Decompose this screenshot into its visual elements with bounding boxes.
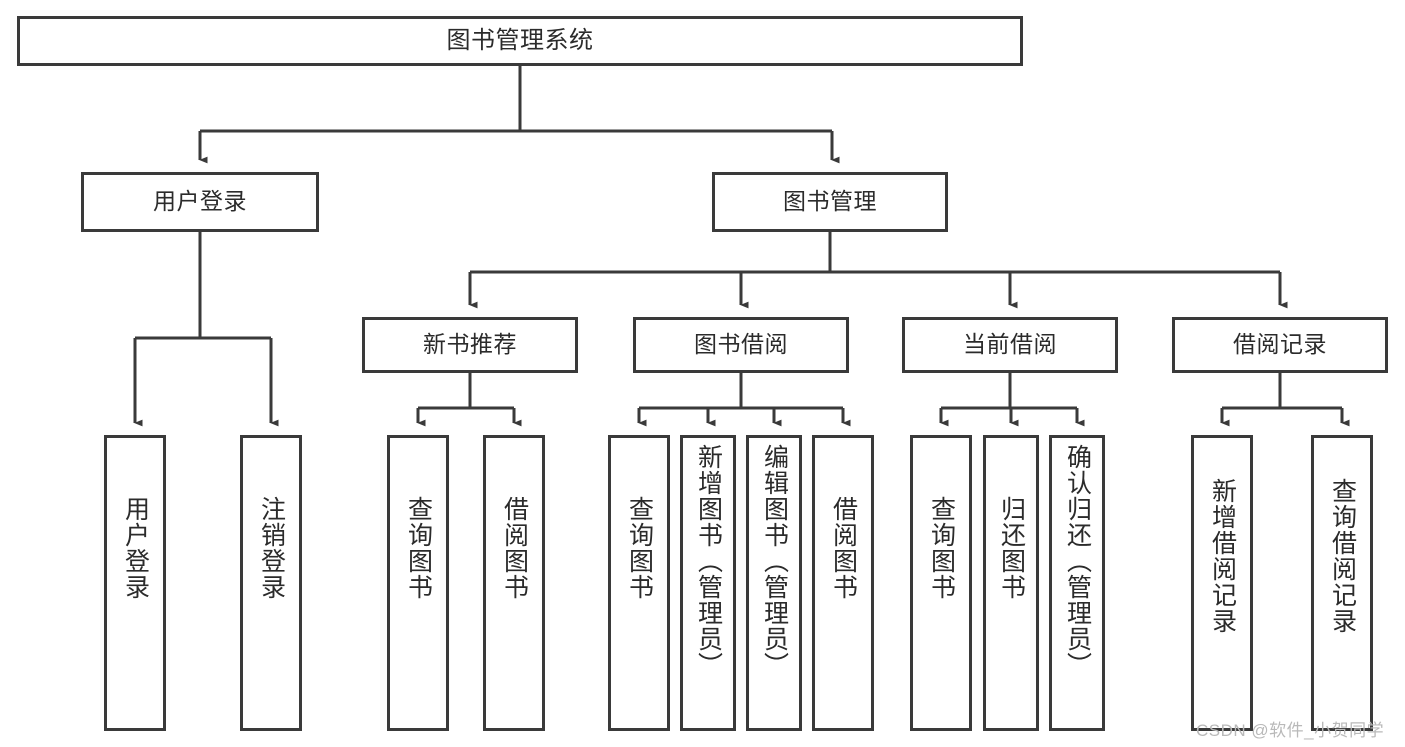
leaf-borrow-book-recommendation-label: 借阅图书 <box>500 496 529 600</box>
leaf-confirm-return-admin[interactable]: 确认归还（管理员） <box>1049 435 1105 731</box>
leaf-user-login-label: 用户登录 <box>121 496 150 600</box>
node-book-management[interactable]: 图书管理 <box>712 172 948 232</box>
leaf-query-book-recommendation-label: 查询图书 <box>404 496 433 600</box>
node-new-book-recommendation[interactable]: 新书推荐 <box>362 317 578 373</box>
leaf-query-book-current-label: 查询图书 <box>927 496 956 600</box>
leaf-query-borrow-record-label: 查询借阅记录 <box>1328 478 1357 634</box>
leaf-borrow-book-recommendation[interactable]: 借阅图书 <box>483 435 545 731</box>
leaf-logout-label: 注销登录 <box>257 496 286 600</box>
leaf-return-book[interactable]: 归还图书 <box>983 435 1039 731</box>
leaf-logout[interactable]: 注销登录 <box>240 435 302 731</box>
node-book-borrow-label: 图书借阅 <box>694 331 788 358</box>
leaf-query-book-label: 查询图书 <box>625 496 654 600</box>
leaf-query-book[interactable]: 查询图书 <box>608 435 670 731</box>
leaf-borrow-book[interactable]: 借阅图书 <box>812 435 874 731</box>
leaf-edit-book-admin-label: 编辑图书（管理员） <box>760 444 789 678</box>
node-current-borrow-label: 当前借阅 <box>963 331 1057 358</box>
node-book-borrow[interactable]: 图书借阅 <box>633 317 849 373</box>
leaf-add-book-admin-label: 新增图书（管理员） <box>694 444 723 678</box>
leaf-query-borrow-record[interactable]: 查询借阅记录 <box>1311 435 1373 731</box>
leaf-edit-book-admin[interactable]: 编辑图书（管理员） <box>746 435 802 731</box>
node-borrow-record[interactable]: 借阅记录 <box>1172 317 1388 373</box>
node-user-login[interactable]: 用户登录 <box>81 172 319 232</box>
node-root-label: 图书管理系统 <box>446 26 594 54</box>
leaf-user-login[interactable]: 用户登录 <box>104 435 166 731</box>
leaf-add-borrow-record-label: 新增借阅记录 <box>1208 478 1237 634</box>
leaf-confirm-return-admin-label: 确认归还（管理员） <box>1063 444 1092 678</box>
node-user-login-label: 用户登录 <box>153 188 247 215</box>
node-new-book-recommendation-label: 新书推荐 <box>423 331 517 358</box>
node-book-management-label: 图书管理 <box>783 188 877 215</box>
leaf-borrow-book-label: 借阅图书 <box>829 496 858 600</box>
leaf-add-book-admin[interactable]: 新增图书（管理员） <box>680 435 736 731</box>
node-current-borrow[interactable]: 当前借阅 <box>902 317 1118 373</box>
leaf-query-book-recommendation[interactable]: 查询图书 <box>387 435 449 731</box>
leaf-add-borrow-record[interactable]: 新增借阅记录 <box>1191 435 1253 731</box>
node-borrow-record-label: 借阅记录 <box>1233 331 1327 358</box>
node-root[interactable]: 图书管理系统 <box>17 16 1023 66</box>
leaf-return-book-label: 归还图书 <box>997 496 1026 600</box>
leaf-query-book-current[interactable]: 查询图书 <box>910 435 972 731</box>
